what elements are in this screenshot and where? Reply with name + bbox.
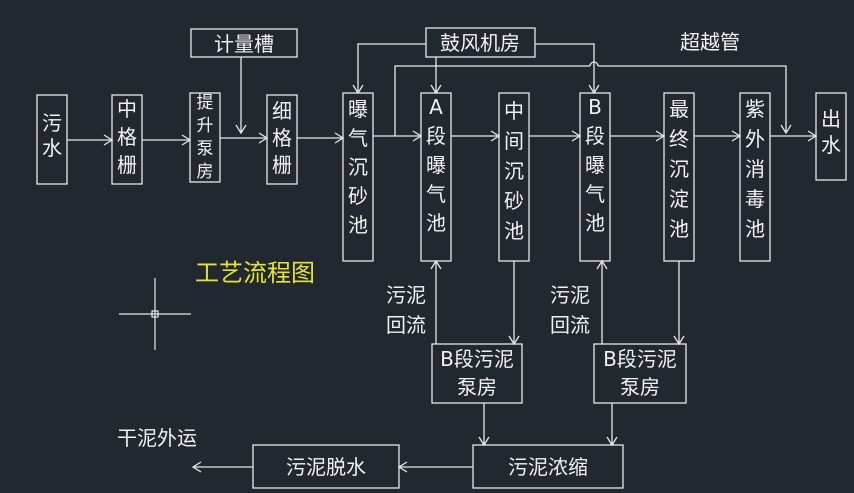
unit-wushui-label: 污水: [42, 111, 62, 160]
unit-ziwaixiaodu-label: 紫外消毒池: [745, 97, 765, 241]
label-wunihuiliu-1-line1: 污泥: [386, 283, 426, 307]
unit-zhongjianchenshachi[interactable]: 中间沉砂池: [498, 92, 530, 262]
unit-wunituoshui[interactable]: 污泥脱水: [252, 444, 400, 489]
unit-zhongjianchenshachi-label: 中间沉砂池: [504, 99, 524, 243]
air-supply-lines: [352, 43, 600, 95]
unit-gufengjifang[interactable]: 鼓风机房: [425, 27, 536, 58]
sludge-lines: [191, 259, 685, 473]
unit-wuninongsuo-label: 污泥浓缩: [508, 455, 588, 479]
unit-zhonggeshan-label: 中格栅: [117, 97, 137, 177]
unit-chushui[interactable]: 出水: [815, 92, 847, 181]
label-wunihuiliu-2-line2: 回流: [550, 313, 590, 337]
main-flow-connectors: [67, 57, 818, 146]
unit-chushui-label: 出水: [821, 107, 841, 157]
unit-xigeshan-label: 细格栅: [272, 99, 292, 177]
unit-gufengjifang-label: 鼓风机房: [440, 31, 520, 55]
label-wunihuiliu-1-line2: 回流: [386, 313, 426, 337]
label-chaoyueguan: 超越管: [680, 30, 740, 54]
unit-b-wunibengfang-2-line2: 泵房: [620, 375, 660, 399]
unit-tishengbengfang-label: 提升泵房: [197, 93, 214, 182]
crosshair-cursor-icon: [119, 278, 191, 350]
label-wunihuiliu-2-line1: 污泥: [550, 283, 590, 307]
bypass-pipe: [394, 61, 792, 136]
unit-jiliangcao-label: 计量槽: [214, 32, 274, 56]
unit-ziwaixiaodu[interactable]: 紫外消毒池: [739, 92, 771, 262]
unit-zhonggeshan[interactable]: 中格栅: [111, 94, 143, 185]
unit-zuizhongchendianchi[interactable]: 最终沉淀池: [663, 92, 695, 262]
unit-b-wunibengfang-1-line1: B段污泥: [440, 347, 514, 371]
unit-wuninongsuo[interactable]: 污泥浓缩: [472, 444, 624, 489]
unit-zuizhongchendianchi-label: 最终沉淀池: [669, 97, 689, 241]
unit-b-wunibengfang-2[interactable]: B段污泥 泵房: [593, 343, 687, 404]
unit-b-wunibengfang-2-line1: B段污泥: [603, 347, 677, 371]
unit-wunituoshui-label: 污泥脱水: [286, 455, 366, 479]
unit-xigeshan[interactable]: 细格栅: [266, 94, 298, 185]
unit-b-wunibengfang-1[interactable]: B段污泥 泵房: [431, 343, 523, 404]
unit-baoqichenshachi-label: 曝气沉砂池: [348, 97, 368, 237]
label-ganniwaiyun: 干泥外运: [117, 426, 197, 450]
unit-wushui[interactable]: 污水: [36, 94, 68, 185]
unit-b-wunibengfang-1-line2: 泵房: [457, 375, 497, 399]
diagram-title: 工艺流程图: [195, 259, 315, 287]
unit-tishengbengfang[interactable]: 提升泵房: [189, 92, 221, 183]
unit-jiliangcao[interactable]: 计量槽: [190, 28, 298, 58]
unit-baoqichenshachi[interactable]: 曝气沉砂池: [342, 92, 374, 262]
